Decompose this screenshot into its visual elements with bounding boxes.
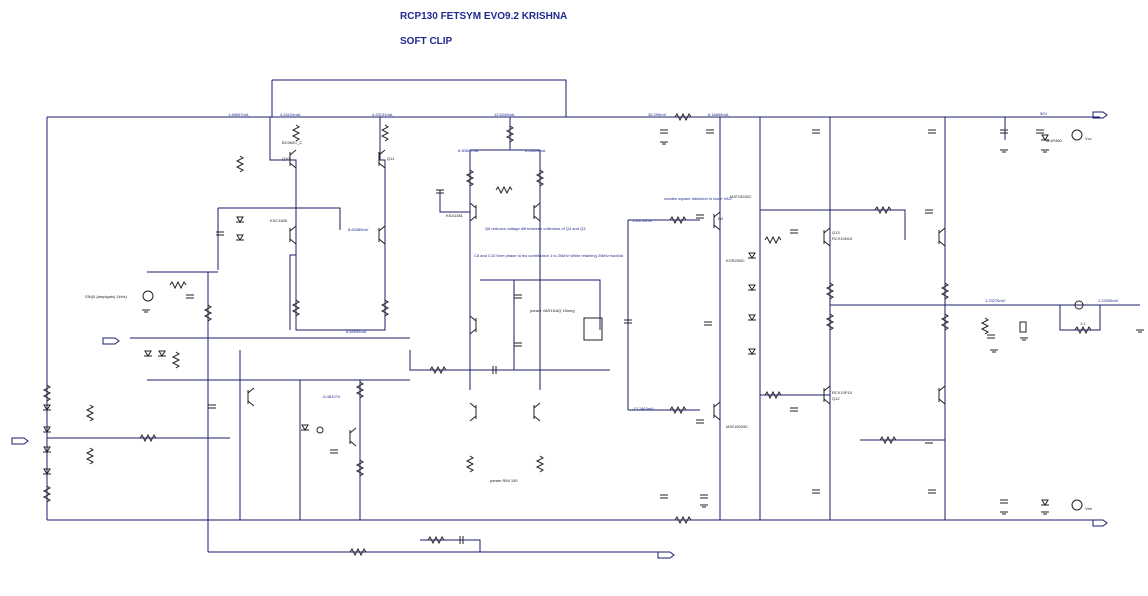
q13-label: Q13 — [832, 230, 840, 235]
vcc-label: Vcc — [1085, 136, 1092, 141]
voltage-label-4: 1.46726mV — [632, 218, 653, 223]
annotation-labels: 1.48607mA 4.24124mA 4.23131mA 12.6249mA … — [85, 111, 1119, 511]
square-distortion-note: creates square distortion in lower VAS — [664, 196, 732, 201]
vee-label: Vee — [1085, 506, 1093, 511]
capacitor-group — [186, 129, 1044, 544]
q2-label: Q2 — [718, 216, 724, 221]
transistor-group — [247, 149, 946, 447]
voltage-label-2: 8.69385mV — [348, 227, 369, 232]
param-rmi: param RMI 150 — [490, 478, 518, 483]
ratio-label: 1:1 — [1080, 321, 1086, 326]
current-label-2: 4.24124mA — [280, 112, 301, 117]
supply-label: 52V — [1040, 111, 1047, 116]
ksc-label: KSC1845 — [270, 218, 288, 223]
param-boxes — [583, 317, 1027, 341]
mjf-label: MJF15032C — [730, 194, 752, 199]
voltage-label-1: 36.299mV — [648, 112, 667, 117]
ground-group — [142, 141, 1144, 515]
q10-label: Q10 — [282, 156, 290, 161]
voltage-label-7: 1.23206mV — [1098, 298, 1119, 303]
current-label-8: 8.64696mA — [346, 329, 367, 334]
nfet-label: RCX10N10 — [832, 236, 853, 241]
schematic-title: RCP130 FETSYM EVO9.2 KRISHNA — [400, 11, 568, 22]
current-label-1: 1.48607mA — [228, 112, 249, 117]
q11-label: Q11 — [387, 156, 395, 161]
current-label-5: 6.16666mA — [708, 112, 729, 117]
schematic-subtitle: SOFT CLIP — [400, 36, 453, 47]
miller-note: Q8 reduces voltage diff between collecto… — [485, 226, 586, 231]
mje-label: MJE15033C — [726, 424, 748, 429]
voltage-label-6: 1.23276mV — [985, 298, 1006, 303]
pfet-label: RCX10P10 — [832, 390, 853, 395]
current-label-6: 6.30607mA — [458, 148, 479, 153]
wire-network — [46, 79, 1140, 553]
voltage-label-3: -6.48107V — [322, 394, 341, 399]
voltage-label-5: -13.7463mV — [632, 406, 654, 411]
source-group — [142, 129, 1084, 511]
q12-label: Q12 — [832, 396, 840, 401]
resistor-group — [42, 112, 1092, 557]
mur-label: MUR460 — [1046, 138, 1063, 143]
current-label-4: 12.6249mA — [494, 112, 515, 117]
diode-group — [43, 134, 1049, 506]
bandwidth-note: C8 and C10 form phase to bw contribution… — [474, 253, 623, 258]
current-label-7: 6.28026mA — [525, 148, 546, 153]
bc560-label: BC560C_C — [282, 140, 302, 145]
ksa-label: KSA1381 — [446, 213, 464, 218]
current-label-3: 4.23131mA — [372, 112, 393, 117]
kor-label: KOR2S8C — [726, 258, 745, 263]
port-group — [11, 111, 1108, 559]
param-var1: param VAR1DAQ 15meg — [530, 308, 575, 313]
input-source-label: SIN(0 {amplgain} 1kHz) — [85, 294, 127, 299]
